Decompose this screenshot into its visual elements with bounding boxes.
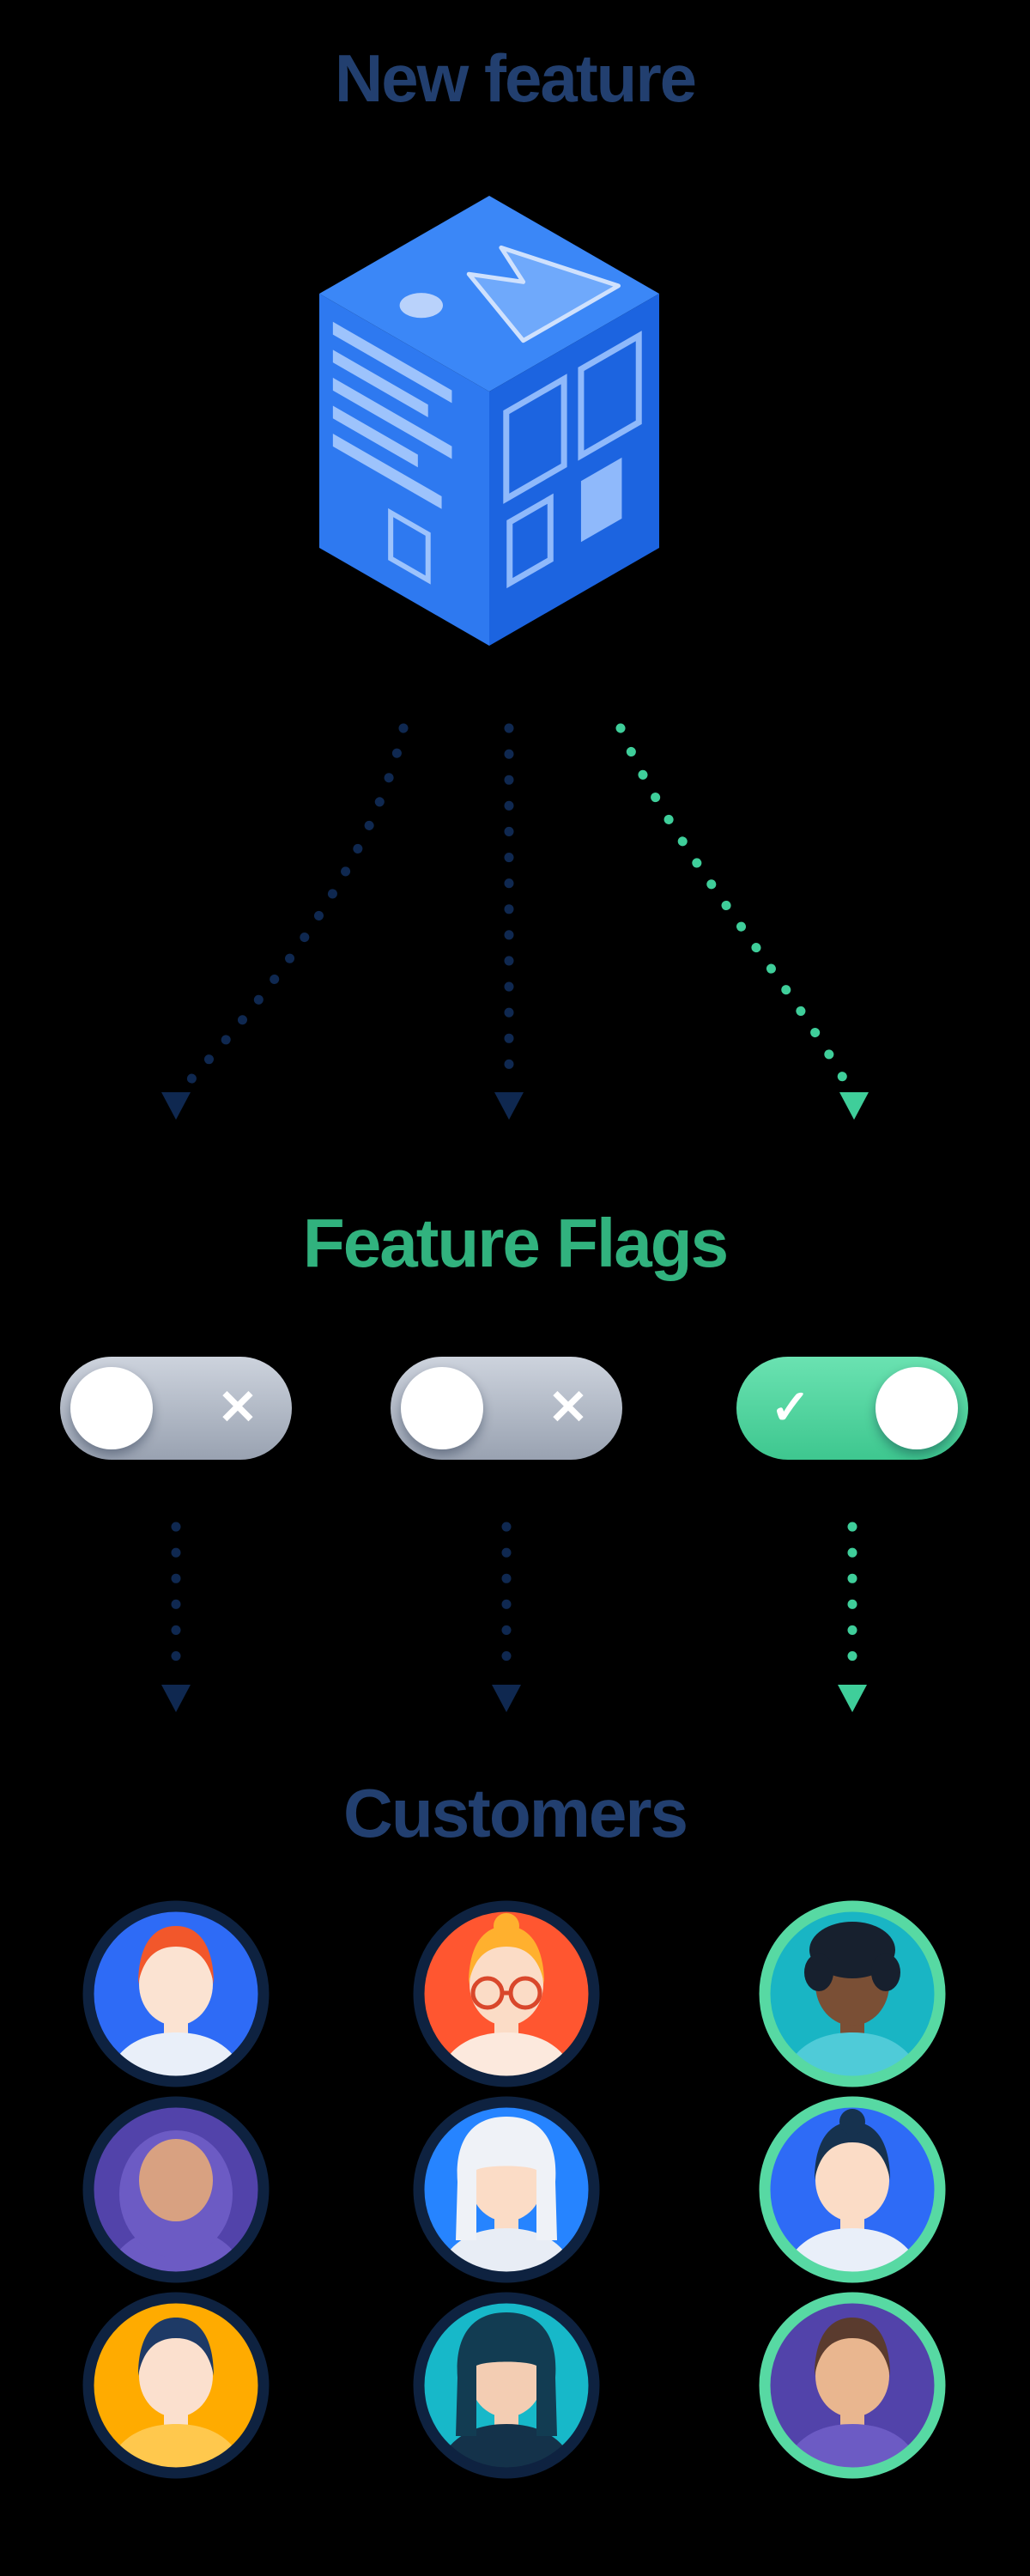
feature-flag-toggle-3[interactable]: ✓: [736, 1357, 968, 1460]
customer-avatar-col2-row3: [409, 2288, 603, 2482]
feature-flag-toggle-1[interactable]: ✕: [60, 1357, 292, 1460]
customer-avatar-col2-row1: [409, 1897, 603, 2091]
arrows-cube-to-flags: [182, 723, 848, 1089]
arrowhead-icon: [161, 1685, 191, 1712]
toggle-knob: [401, 1367, 483, 1449]
arrowhead-icon: [494, 1092, 524, 1120]
x-icon: ✕: [548, 1380, 589, 1434]
cube-top-art: [399, 230, 619, 361]
customer-avatar-col1-row1: [79, 1897, 273, 2091]
customer-avatar-col3-row2: [755, 2093, 949, 2287]
customer-avatar-col1-row2: [79, 2093, 273, 2287]
cube-left-art: [332, 321, 452, 594]
toggle-knob: [876, 1367, 958, 1449]
customer-avatar-col2-row2: [409, 2093, 603, 2287]
arrowhead-icon: [838, 1685, 867, 1712]
arrowhead-icon: [161, 1092, 191, 1120]
check-icon: ✓: [770, 1380, 811, 1434]
arrow-left-icon: [182, 723, 409, 1089]
feature-flags-title: Feature Flags: [302, 1205, 729, 1281]
customer-avatar-col3-row3: [755, 2288, 949, 2482]
arrowhead-icon: [492, 1685, 521, 1712]
new-feature-title: New feature: [334, 40, 697, 116]
toggle-knob: [70, 1367, 153, 1449]
arrowhead-icon: [839, 1092, 869, 1120]
x-icon: ✕: [217, 1380, 258, 1434]
customer-avatar-col3-row1: [755, 1897, 949, 2091]
customers-title: Customers: [343, 1775, 688, 1851]
arrow-right-icon: [615, 723, 848, 1083]
customer-avatar-col1-row3: [79, 2288, 273, 2482]
sun-dot-icon: [399, 293, 444, 319]
mountain-icon: [432, 233, 619, 340]
feature-cube-icon: [319, 196, 659, 646]
cube-right-art: [506, 336, 639, 585]
arrows-flags-to-customers: [171, 1522, 857, 1664]
feature-flag-toggle-2[interactable]: ✕: [391, 1357, 622, 1460]
